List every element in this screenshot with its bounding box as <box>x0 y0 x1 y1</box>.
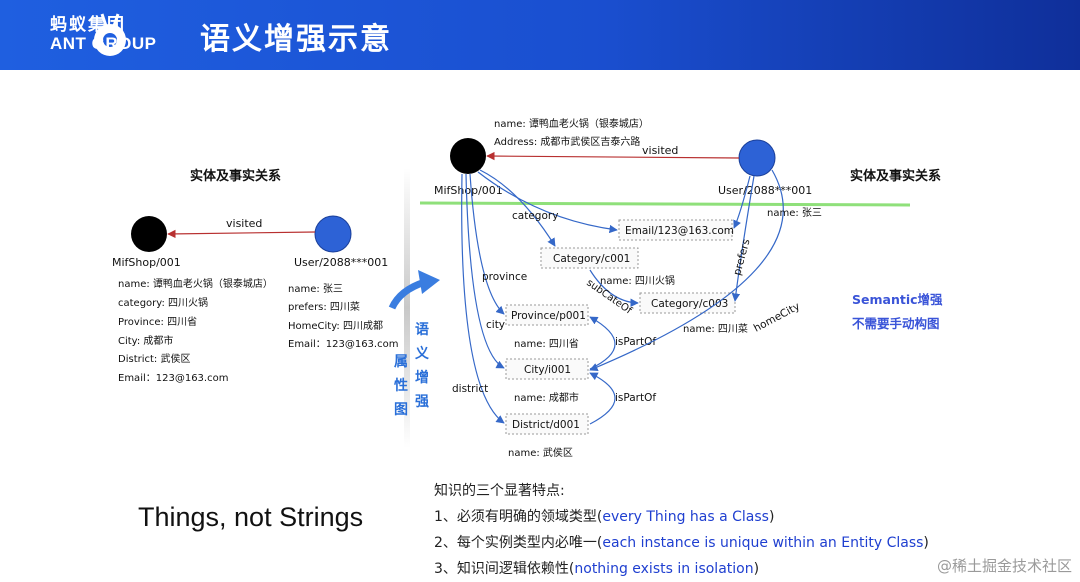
user-prop: prefers: 四川菜 <box>288 301 360 313</box>
edge-district-label: district <box>452 383 488 395</box>
edge-category-label: category <box>512 210 558 222</box>
city-name: name: 成都市 <box>514 391 579 404</box>
panel-divider <box>404 168 410 448</box>
svg-text:图: 图 <box>394 402 408 418</box>
points-title: 知识的三个显著特点: <box>434 483 565 499</box>
svg-text:District/d001: District/d001 <box>512 419 580 431</box>
semantic-note-2: 不需要手动构图 <box>852 316 940 331</box>
edge-province-label: province <box>482 271 527 283</box>
left-shop-node <box>131 216 167 252</box>
right-section-label: 实体及事实关系 <box>850 168 941 184</box>
edge-shop-email <box>477 171 618 234</box>
shop-prop: category: 四川火锅 <box>118 297 208 309</box>
user-name-label: name: 张三 <box>767 207 822 219</box>
shop-prop: District: 武侯区 <box>118 352 190 365</box>
right-shop-name: name: 谭鸭血老火锅（银泰城店） <box>494 117 649 130</box>
edge-prefers-label: prefers <box>731 238 752 277</box>
green-separator <box>419 201 911 207</box>
node-district: District/d001 <box>505 413 589 435</box>
svg-text:Province/p001: Province/p001 <box>511 310 586 322</box>
right-shop-node <box>450 138 486 174</box>
shop-prop: Email：123@163.com <box>118 373 228 384</box>
district-name: name: 武侯区 <box>508 446 573 459</box>
right-visited-edge <box>486 151 740 161</box>
logo-en-text: ANT GROUP <box>50 34 157 53</box>
edge-province <box>469 173 505 315</box>
edge-category <box>479 169 556 247</box>
vertical-label-attr: 属 性 图 <box>394 354 408 418</box>
left-shop-props: name: 谭鸭血老火锅（银泰城店） category: 四川火锅 Provin… <box>118 277 273 384</box>
left-visited-label: visited <box>226 217 262 230</box>
node-city: City/i001 <box>505 358 589 380</box>
logo-cn-text: 蚂蚁集团 <box>50 15 126 35</box>
edge-district <box>461 173 505 424</box>
shop-prop: City: 成都市 <box>118 334 173 347</box>
svg-text:语: 语 <box>415 322 429 338</box>
point-item: 2、每个实例类型内必唯一(each instance is unique wit… <box>434 535 929 551</box>
left-section-label: 实体及事实关系 <box>190 168 281 184</box>
ant-logo-icon <box>94 13 126 56</box>
category-c001-name: name: 四川火锅 <box>600 275 675 287</box>
province-name: name: 四川省 <box>514 337 579 350</box>
point-item: 3、知识间逻辑依赖性(nothing exists in isolation) <box>434 561 760 577</box>
svg-text:增: 增 <box>415 369 429 386</box>
node-category-c001: Category/c001 <box>540 247 639 269</box>
edge-user-email <box>733 175 751 229</box>
edge-ispartof-district <box>589 372 616 425</box>
semantic-note-1: Semantic增强 <box>852 292 943 307</box>
shop-prop: Province: 四川省 <box>118 315 197 328</box>
right-shop-address: Address: 成都市武侯区吉泰六路 <box>494 135 640 148</box>
edge-ispartof-label-2: isPartOf <box>615 392 656 404</box>
header-bar: 蚂蚁集团 ANT GROUP 语义增强示意 <box>0 0 1080 70</box>
left-user-props: name: 张三 prefers: 四川菜 HomeCity: 四川成都 Ema… <box>288 283 398 350</box>
category-c003-name: name: 四川菜 <box>683 323 748 335</box>
left-shop-label: MifShop/001 <box>112 256 181 269</box>
left-user-label: User/2088***001 <box>294 256 388 269</box>
svg-text:Category/c003: Category/c003 <box>651 298 728 310</box>
left-user-node <box>314 215 352 253</box>
page-title: 语义增强示意 <box>200 22 392 57</box>
edge-prefers <box>731 175 755 302</box>
edge-homecity-label: homeCity <box>752 300 802 334</box>
vertical-label-semantic: 语 义 增 强 <box>415 322 429 410</box>
node-category-c003: Category/c003 <box>639 292 736 314</box>
svg-text:City/i001: City/i001 <box>524 364 571 376</box>
edge-city <box>465 173 505 369</box>
key-points: 知识的三个显著特点: 1、必须有明确的领域类型(every Thing has … <box>434 478 929 582</box>
svg-text:强: 强 <box>415 394 429 410</box>
user-prop: HomeCity: 四川成都 <box>288 320 383 332</box>
right-visited-label: visited <box>642 144 678 157</box>
user-prop: Email：123@163.com <box>288 339 398 350</box>
knowledge-diagram: 实体及事实关系 visited MifShop/001 User/2088***… <box>112 117 943 459</box>
watermark: @稀土掘金技术社区 <box>936 557 1072 575</box>
right-shop-label: MifShop/001 <box>434 184 503 197</box>
slogan: Things, not Strings <box>138 502 364 532</box>
svg-text:Category/c001: Category/c001 <box>553 253 630 265</box>
point-item: 1、必须有明确的领域类型(every Thing has a Class) <box>434 509 775 525</box>
edge-homecity <box>589 169 784 371</box>
right-user-label: User/2088***001 <box>718 184 812 197</box>
svg-text:属: 属 <box>394 354 408 370</box>
svg-text:性: 性 <box>394 377 408 394</box>
svg-text:义: 义 <box>415 345 429 362</box>
shop-prop: name: 谭鸭血老火锅（银泰城店） <box>118 277 273 290</box>
edge-ispartof-city <box>589 316 616 370</box>
node-province: Province/p001 <box>505 304 589 326</box>
edge-city-label: city <box>486 319 505 331</box>
user-prop: name: 张三 <box>288 283 343 295</box>
right-user-node <box>738 139 776 177</box>
left-visited-edge <box>167 229 316 239</box>
node-email: Email/123@163.com <box>618 219 734 241</box>
edge-subcateof <box>589 269 639 307</box>
svg-text:Email/123@163.com: Email/123@163.com <box>625 225 734 237</box>
